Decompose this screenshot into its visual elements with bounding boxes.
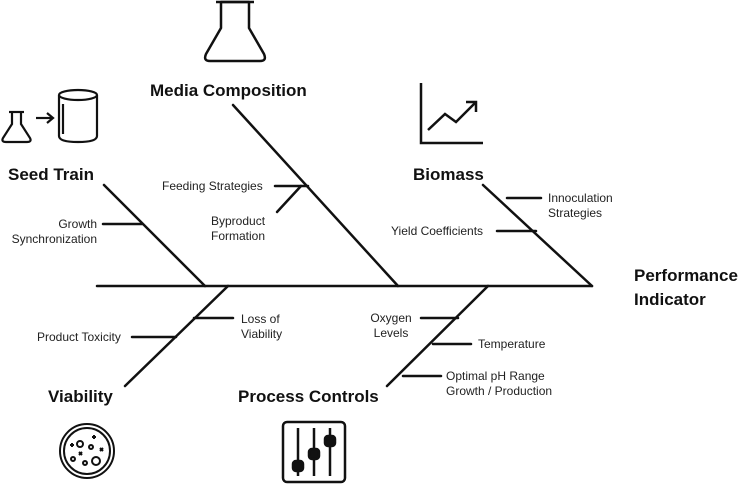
cause-line: Synchronization [11,232,97,246]
effect-label-line2: Indicator [634,290,706,309]
cause-line: Strategies [548,206,603,220]
cause-temperature: Temperature [478,337,546,351]
cause-line: Innoculation [548,191,613,205]
growth-chart-icon [421,83,483,143]
cause-growth-synchronization: Growth Synchronization [12,217,97,247]
bone-media-composition [233,105,398,286]
flask-icon [205,2,265,61]
cause-loss-of-viability: Loss of Viability [241,312,282,342]
bone-biomass [483,185,592,286]
rib-byproduct [277,186,301,212]
cause-innoculation-strategies: Innoculation Strategies [548,191,613,221]
cause-line: Oxygen [370,311,412,325]
cause-oxygen-levels: Oxygen Levels [362,311,420,341]
cause-line: Byproduct [211,214,266,228]
flask-to-bioreactor-icon [2,90,97,142]
cause-byproduct-formation: Byproduct Formation [211,214,265,244]
bone-seed-train [104,185,205,286]
slider-controls-icon [283,422,345,482]
category-process-controls: Process Controls [238,387,379,406]
cause-line: Optimal pH Range [446,369,545,383]
effect-label-line1: Performance [634,266,738,285]
bone-process-controls [387,286,488,386]
cause-line: Growth / Production [446,384,553,398]
category-seed-train: Seed Train [8,165,94,184]
effect-label: Performance Indicator [634,264,738,312]
cause-line: Levels [373,326,409,340]
cause-yield-coefficients: Yield Coefficients [391,224,484,238]
cause-line: Formation [211,229,266,243]
cause-line: Loss of [241,312,280,326]
cause-line: Growth [58,217,97,231]
category-media-composition: Media Composition [150,81,307,100]
cause-feeding-strategies: Feeding Strategies [162,179,263,193]
category-viability: Viability [48,387,113,406]
cause-line: Viability [241,327,283,341]
cause-optimal-ph-range: Optimal pH Range Growth / Production [446,369,552,399]
petri-dish-icon [60,424,114,478]
category-biomass: Biomass [413,165,484,184]
cause-product-toxicity: Product Toxicity [37,330,121,344]
